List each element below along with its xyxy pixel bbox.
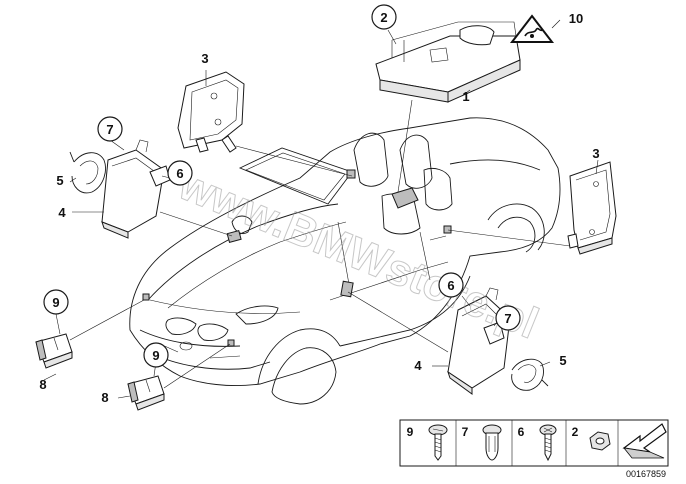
fastener-legend: 9 7 6 2 bbox=[399, 419, 669, 467]
screw-flat-head bbox=[539, 424, 557, 462]
callout-7-right: 7 bbox=[495, 305, 521, 331]
callout-10-label: 10 bbox=[569, 11, 583, 26]
callout-9-lower: 9 bbox=[143, 342, 169, 368]
callout-6-right: 6 bbox=[438, 272, 464, 298]
callout-7-left: 7 bbox=[97, 116, 123, 142]
airbag-control-unit bbox=[375, 21, 521, 103]
callout-9-lower-label: 9 bbox=[152, 348, 159, 363]
gasket-right bbox=[511, 358, 549, 391]
crash-sensor-module-left bbox=[101, 139, 171, 239]
gasket-left bbox=[69, 151, 106, 194]
hex-nut bbox=[589, 431, 611, 451]
callout-6-left: 6 bbox=[167, 160, 193, 186]
callout-2-label: 2 bbox=[380, 10, 387, 25]
crash-sensor-module-right bbox=[447, 287, 511, 395]
callout-8-lower-label: 8 bbox=[101, 390, 108, 405]
watermark-text: www.BMWstore.pl bbox=[171, 159, 545, 348]
car-mounted-parts bbox=[142, 169, 452, 347]
legend-label-6: 6 bbox=[518, 425, 525, 439]
impact-sensor-left bbox=[35, 333, 73, 369]
callout-3-right-label: 3 bbox=[592, 146, 599, 161]
callout-6-right-label: 6 bbox=[447, 278, 454, 293]
callout-6-left-label: 6 bbox=[176, 166, 183, 181]
bracket-top-left bbox=[177, 71, 245, 153]
document-number: 00167859 bbox=[626, 469, 666, 479]
callout-3-top-label: 3 bbox=[201, 51, 208, 66]
car-illustration bbox=[129, 117, 561, 405]
screw-pan-head bbox=[428, 424, 448, 461]
callout-4-left-label: 4 bbox=[58, 205, 66, 220]
callout-9-left: 9 bbox=[43, 289, 69, 315]
callout-5-right-label: 5 bbox=[559, 353, 566, 368]
callout-2: 2 bbox=[371, 4, 397, 30]
callout-5-left-label: 5 bbox=[56, 173, 63, 188]
impact-sensor-lower bbox=[127, 375, 165, 411]
callout-7-left-label: 7 bbox=[106, 122, 113, 137]
legend-label-2: 2 bbox=[572, 425, 579, 439]
hazard-triangle-icon bbox=[509, 14, 555, 43]
callout-7-right-label: 7 bbox=[504, 311, 511, 326]
expanding-rivet bbox=[482, 424, 502, 461]
callout-4-right-label: 4 bbox=[414, 358, 422, 373]
leader-lines bbox=[43, 19, 599, 399]
legend-label-9: 9 bbox=[407, 425, 414, 439]
callout-1-label: 1 bbox=[462, 89, 469, 104]
callout-8-left-label: 8 bbox=[39, 377, 46, 392]
legend-label-7: 7 bbox=[462, 425, 469, 439]
bracket-right bbox=[567, 161, 617, 255]
callout-9-left-label: 9 bbox=[52, 295, 59, 310]
arrow-left-icon bbox=[622, 423, 667, 459]
